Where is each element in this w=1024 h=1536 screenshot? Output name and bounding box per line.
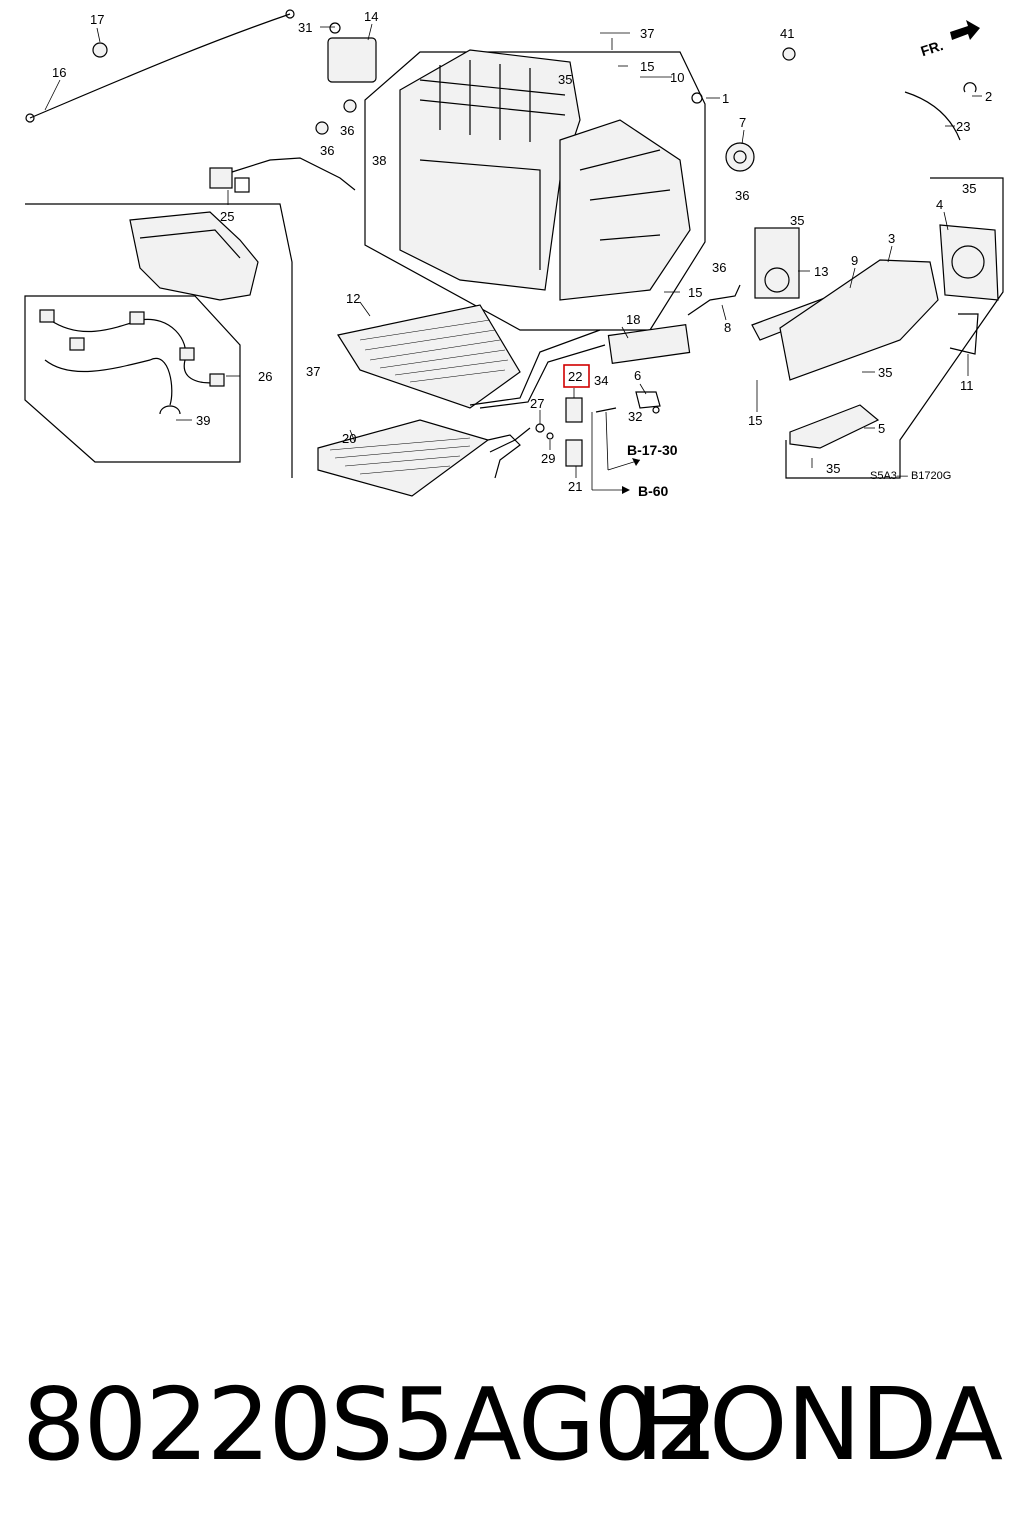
callout-39: 39: [196, 413, 210, 428]
cable-16: [25, 9, 295, 123]
callout-14: 14: [364, 9, 378, 24]
callout-38: 38: [372, 153, 386, 168]
actuator-14: [315, 22, 377, 135]
linkage-25: [209, 157, 356, 193]
left-frame-line: [25, 203, 293, 478]
callout-35: 35: [878, 365, 892, 380]
callout-34: 34: [594, 373, 608, 388]
leader-lines: [44, 23, 982, 494]
callout-35: 35: [558, 72, 572, 87]
callout-11: 11: [960, 378, 974, 393]
callout-36: 36: [712, 260, 726, 275]
callout-3: 3: [888, 231, 895, 246]
heater-unit-10: [399, 49, 691, 301]
front-direction-arrow: FR.: [919, 20, 980, 59]
callout-15: 15: [688, 285, 702, 300]
callout-17: 17: [90, 12, 104, 27]
callout-37: 37: [640, 26, 654, 41]
callout-37: 37: [306, 364, 320, 379]
callout-2: 2: [985, 89, 992, 104]
callout-20: 20: [342, 431, 356, 446]
callout-7: 7: [739, 115, 746, 130]
callout-27: 27: [530, 396, 544, 411]
ref-code-b-60: B-60: [638, 483, 669, 499]
parts-diagram: FR.: [24, 9, 1004, 499]
parts-right: [687, 47, 999, 449]
callout-26: 26: [258, 369, 272, 384]
callout-10: 10: [670, 70, 684, 85]
footer: 80220S5AG02 HONDA: [0, 1350, 1024, 1500]
highlight-box: [563, 364, 590, 388]
callout-25: 25: [220, 209, 234, 224]
callout-1: 1: [722, 91, 729, 106]
callout-32: 32: [628, 409, 642, 424]
callout-35: 35: [790, 213, 804, 228]
callout-22: 22: [568, 369, 582, 384]
front-direction-label: FR.: [919, 37, 945, 59]
heater-core-12: [337, 304, 606, 409]
callout-23: 23: [956, 119, 970, 134]
callout-12: 12: [346, 291, 360, 306]
harness-box: [24, 295, 241, 463]
callout-4: 4: [936, 197, 943, 212]
brand-name: HONDA: [634, 1366, 1003, 1483]
part-number: 80220S5AG02: [22, 1366, 719, 1483]
callouts: 17 16 31 14 36 36 25 37 35 15 10 1 41 2 …: [52, 9, 992, 494]
duct-left: [129, 211, 259, 301]
callout-36: 36: [320, 143, 334, 158]
callout-13: 13: [814, 264, 828, 279]
ref-code-b-17-30: B-17-30: [627, 442, 678, 458]
callout-6: 6: [634, 368, 641, 383]
callout-35: 35: [962, 181, 976, 196]
callout-18: 18: [626, 312, 640, 327]
right-box: [785, 177, 1004, 479]
parts-center: [535, 324, 691, 467]
callout-15: 15: [640, 59, 654, 74]
callout-21: 21: [568, 479, 582, 494]
callout-29: 29: [541, 451, 555, 466]
callout-36: 36: [340, 123, 354, 138]
callout-9: 9: [851, 253, 858, 268]
callout-35: 35: [826, 461, 840, 476]
callout-5: 5: [878, 421, 885, 436]
callout-31: 31: [298, 20, 312, 35]
callout-41: 41: [780, 26, 794, 41]
callout-15: 15: [748, 413, 762, 428]
callout-16: 16: [52, 65, 66, 80]
harness-26: [39, 309, 225, 415]
callout-36: 36: [735, 188, 749, 203]
drawing-code: S5A3— B1720G: [870, 470, 951, 482]
evaporator-20: [317, 419, 531, 497]
callout-8: 8: [724, 320, 731, 335]
